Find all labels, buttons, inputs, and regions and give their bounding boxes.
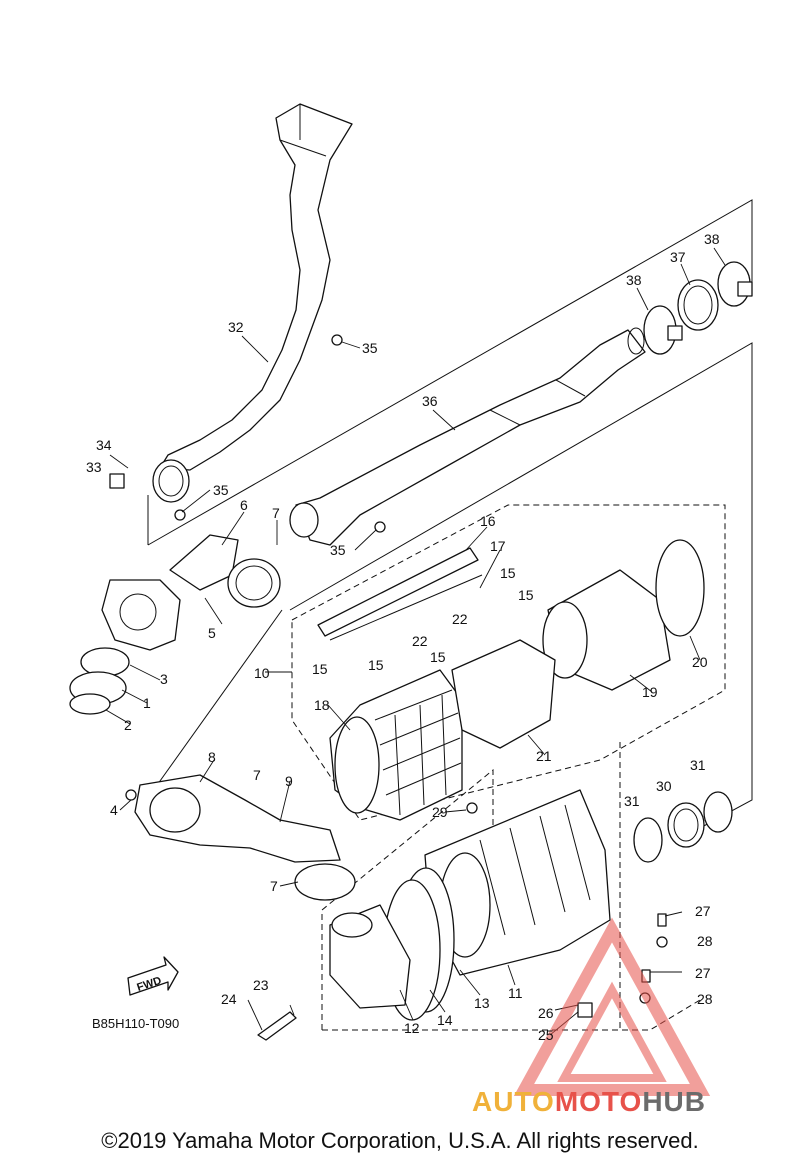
callout-27: 27: [695, 965, 711, 981]
callout-19: 19: [642, 684, 658, 700]
callout-34: 34: [96, 437, 112, 453]
callout-6: 6: [240, 497, 248, 513]
callout-26: 26: [538, 1005, 554, 1021]
callout-22: 22: [412, 633, 428, 649]
callout-14: 14: [437, 1012, 453, 1028]
duct-8-9: [134, 774, 356, 901]
callout-35: 35: [213, 482, 229, 498]
callout-10: 10: [254, 665, 270, 681]
watermark-triangle: [513, 917, 711, 1096]
callout-2: 2: [124, 717, 132, 733]
callout-1: 1: [143, 695, 151, 711]
callout-27: 27: [695, 903, 711, 919]
watermark-brand: AUTOMOTOHUB: [472, 1086, 706, 1118]
panel-lines: [147, 199, 753, 1031]
callout-35: 35: [330, 542, 346, 558]
callout-33: 33: [86, 459, 102, 475]
copyright-notice: ©2019 Yamaha Motor Corporation, U.S.A. A…: [101, 1128, 699, 1153]
callout-9: 9: [285, 773, 293, 789]
callout-15: 15: [518, 587, 534, 603]
callout-17: 17: [490, 538, 506, 554]
top-right-clamps: [643, 261, 753, 355]
callout-3: 3: [160, 671, 168, 687]
callout-30: 30: [656, 778, 672, 794]
callout-4: 4: [110, 802, 118, 818]
callout-7: 7: [272, 505, 280, 521]
intake-tube-36: [289, 327, 646, 546]
filter-elements-19-21: [451, 539, 705, 749]
callout-15: 15: [500, 565, 516, 581]
callout-22: 22: [452, 611, 468, 627]
callout-12: 12: [404, 1020, 420, 1036]
brand-part-moto: MOTO: [554, 1086, 643, 1117]
callout-8: 8: [208, 749, 216, 765]
callout-20: 20: [692, 654, 708, 670]
brand-part-auto: AUTO: [472, 1086, 555, 1117]
callout-28: 28: [697, 933, 713, 949]
callout-15: 15: [312, 661, 328, 677]
callout-15: 15: [368, 657, 384, 673]
callout-15: 15: [430, 649, 446, 665]
filter-element-18: [329, 669, 463, 821]
callout-32: 32: [228, 319, 244, 335]
airbox-11: [329, 789, 611, 1021]
callout-7: 7: [253, 767, 261, 783]
callout-13: 13: [474, 995, 490, 1011]
hardware: [109, 334, 668, 1041]
callout-11: 11: [508, 985, 523, 1001]
snorkel-duct-32: [152, 103, 353, 503]
fwd-arrow: FWD: [127, 956, 179, 996]
callout-28: 28: [697, 991, 713, 1007]
throttle-body-group: [69, 534, 281, 715]
callout-29: 29: [432, 804, 448, 820]
callout-18: 18: [314, 697, 330, 713]
callout-16: 16: [480, 513, 496, 529]
callout-38: 38: [704, 231, 720, 247]
callout-21: 21: [536, 748, 552, 764]
callout-37: 37: [670, 249, 686, 265]
callout-31: 31: [624, 793, 640, 809]
callout-25: 25: [538, 1027, 554, 1043]
callout-36: 36: [422, 393, 438, 409]
callout-31: 31: [690, 757, 706, 773]
callout-35: 35: [362, 340, 378, 356]
callout-23: 23: [253, 977, 269, 993]
callout-38: 38: [626, 272, 642, 288]
callouts: 32 35 34 33 35 6 7 36 38 37 38 35 16 17 …: [86, 231, 720, 1043]
callout-5: 5: [208, 625, 216, 641]
filter-cover-16: [317, 547, 483, 641]
right-clamps-30-31: [633, 791, 733, 863]
callout-7: 7: [270, 878, 278, 894]
drawing-code: B85H110-T090: [92, 1016, 179, 1031]
brand-part-hub: HUB: [642, 1086, 706, 1117]
callout-24: 24: [221, 991, 237, 1007]
